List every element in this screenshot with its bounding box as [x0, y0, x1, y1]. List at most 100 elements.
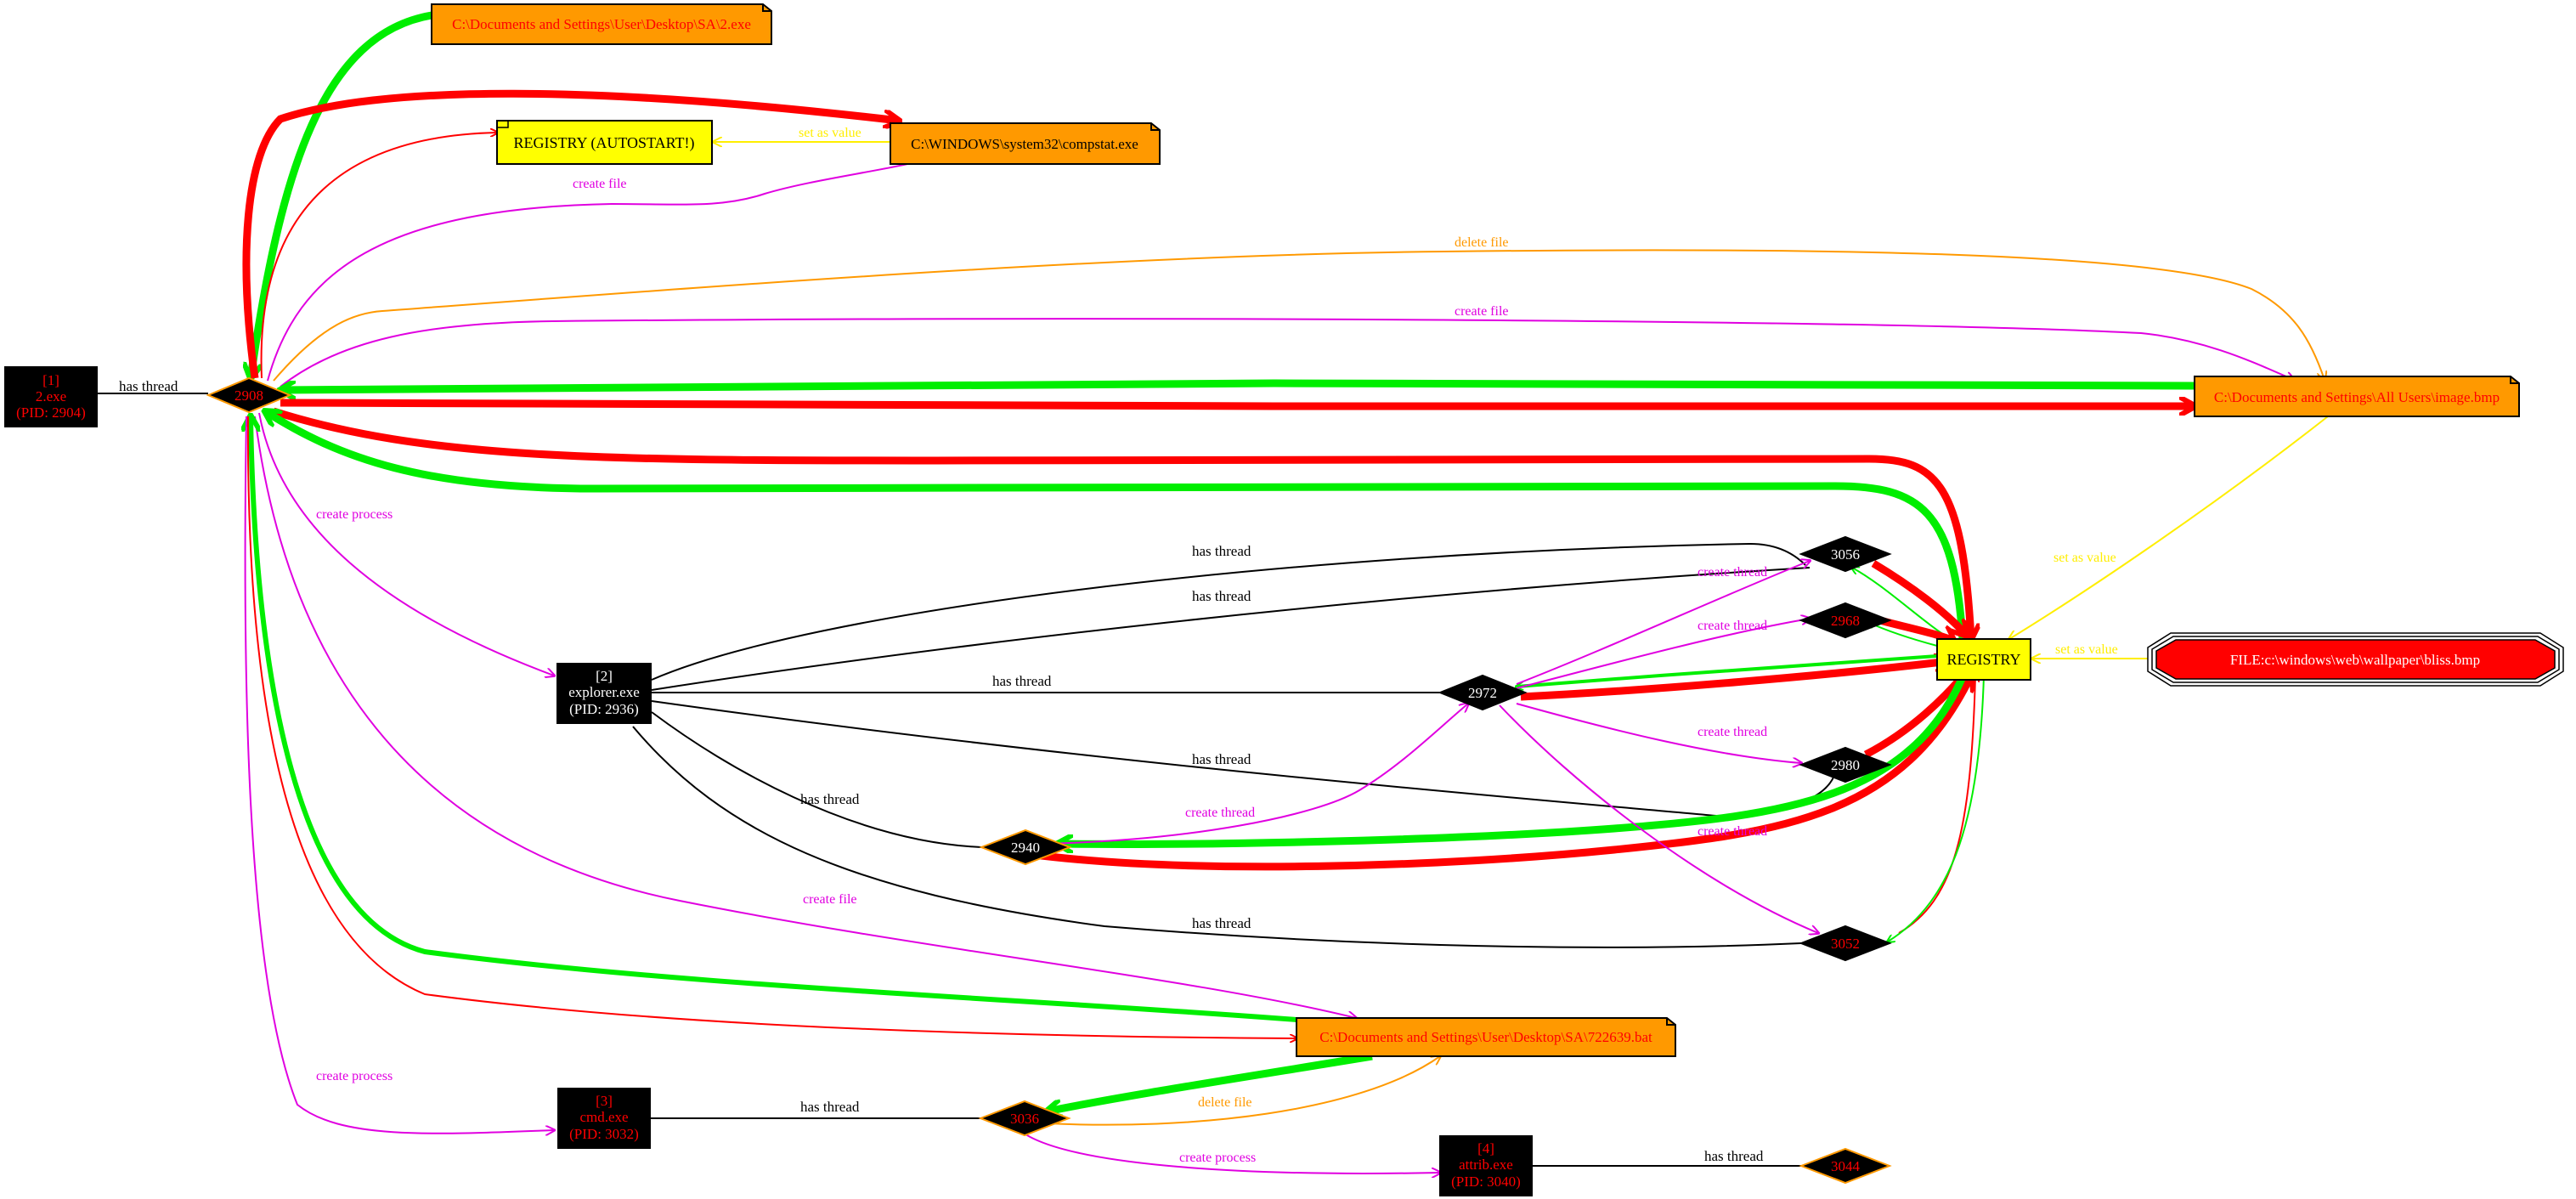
thread-id: 3044: [1831, 1158, 1861, 1174]
edge-green-image-2908: [280, 379, 2195, 390]
process-name: explorer.exe: [568, 684, 640, 700]
edge-create-file-2908-bat: [254, 416, 1356, 1018]
process-number: [2]: [596, 668, 613, 684]
label-create-file: create file: [573, 177, 627, 191]
process-pid: (PID: 2936): [569, 701, 639, 717]
edge-red-2908-autostart: [260, 133, 497, 379]
edge-red-2940-registry: [1027, 676, 1971, 871]
edge-has-thread-p2-3056: [651, 542, 1806, 681]
process-name: 2.exe: [36, 388, 66, 404]
nodes: C:\Documents and Settings\User\Desktop\S…: [4, 3, 2564, 1196]
thread-id: 2980: [1831, 757, 1860, 773]
thread-node-2908[interactable]: 2908: [206, 376, 292, 414]
registry-node[interactable]: REGISTRY: [1936, 638, 2031, 681]
process-pid: (PID: 3032): [569, 1126, 639, 1142]
edge-red-2908-compstat: [242, 89, 899, 379]
edge-red-2908-bat: [246, 416, 1296, 1038]
thread-id: 3056: [1831, 546, 1860, 563]
label-has-thread: has thread: [1192, 915, 1251, 931]
process-number: [3]: [596, 1093, 613, 1109]
thread-node-3052[interactable]: 3052: [1799, 925, 1892, 962]
edge-create-thread-2940-2972: [1036, 704, 1468, 845]
thread-node-3036[interactable]: 3036: [978, 1100, 1071, 1137]
thread-node-2968[interactable]: 2968: [1799, 602, 1892, 639]
edge-green-2exe-2908: [251, 11, 432, 378]
edge-green-bat-3036: [1047, 1052, 1373, 1111]
label-has-thread: has thread: [1192, 588, 1251, 604]
label-create-thread: create thread: [1698, 725, 1767, 739]
edge-red-2908-image: [280, 403, 2195, 406]
thread-id: 3036: [1010, 1111, 1039, 1127]
thread-node-2940[interactable]: 2940: [979, 829, 1072, 866]
edge-green-registry-2908: [265, 411, 1967, 640]
thread-node-3056[interactable]: 3056: [1799, 535, 1892, 573]
label-has-thread: has thread: [1192, 751, 1251, 767]
edge-has-thread-p2-3052: [632, 726, 1802, 948]
registry-label: REGISTRY (AUTOSTART!): [514, 134, 695, 152]
edge-has-thread-p2-2940: [651, 711, 982, 848]
edge-green-bat-2908: [251, 416, 1297, 1022]
thread-id: 3052: [1831, 936, 1860, 952]
edge-create-thread-2972-3052: [1499, 704, 1818, 933]
file-node-image[interactable]: C:\Documents and Settings\All Users\imag…: [2194, 376, 2520, 417]
label-create-process: create process: [1179, 1151, 1256, 1165]
process-name: attrib.exe: [1459, 1157, 1513, 1173]
thread-node-2972[interactable]: 2972: [1438, 674, 1528, 711]
file-node-bat[interactable]: C:\Documents and Settings\User\Desktop\S…: [1296, 1017, 1676, 1057]
file-label: C:\WINDOWS\system32\compstat.exe: [911, 136, 1138, 152]
thread-id: 2968: [1831, 613, 1860, 629]
file-node-2exe[interactable]: C:\Documents and Settings\User\Desktop\S…: [431, 3, 772, 45]
label-create-process: create process: [316, 507, 393, 522]
edge-red-2972-registry: [1520, 661, 1950, 701]
edge-create-thread-2972-3056: [1516, 561, 1810, 685]
label-has-thread: has thread: [992, 673, 1052, 689]
edge-labels: has thread has thread has thread has thr…: [119, 126, 2118, 1165]
thread-node-2980[interactable]: 2980: [1799, 746, 1892, 783]
process-number: [4]: [1477, 1140, 1494, 1157]
label-has-thread: has thread: [119, 378, 178, 394]
edge-green-registry-2972: [1517, 654, 1938, 687]
process-node-3[interactable]: [3] cmd.exe (PID: 3032): [557, 1088, 651, 1149]
edge-create-process-2908-p2: [258, 412, 554, 676]
thread-id: 2940: [1011, 840, 1040, 856]
edge-create-process-3036-p4: [1019, 1129, 1440, 1174]
edge-create-process-2908-p3: [244, 416, 554, 1134]
edge-create-thread-2972-2980: [1516, 703, 1801, 763]
edge-green-registry-2940: [1058, 671, 1969, 844]
label-create-thread: create thread: [1698, 565, 1767, 580]
edge-delete-file-2908-image: [273, 249, 2325, 381]
process-node-2[interactable]: [2] explorer.exe (PID: 2936): [556, 663, 652, 724]
edge-red-3052-registry: [1898, 676, 1975, 934]
process-name: cmd.exe: [579, 1109, 628, 1125]
bliss-label: FILE:c:\windows\web\wallpaper\bliss.bmp: [2230, 652, 2480, 668]
label-set-as-value: set as value: [2055, 642, 2118, 657]
edge-red-2908-registry: [272, 407, 1971, 639]
file-node-compstat[interactable]: C:\WINDOWS\system32\compstat.exe: [890, 122, 1161, 165]
edge-set-value-image-registry: [2009, 416, 2329, 639]
thread-id: 2972: [1468, 685, 1497, 701]
process-number: [1]: [42, 372, 59, 388]
label-has-thread: has thread: [1192, 543, 1251, 559]
registry-autostart-node[interactable]: REGISTRY (AUTOSTART!): [496, 120, 713, 165]
label-delete-file: delete file: [1455, 235, 1509, 250]
process-pid: (PID: 2904): [16, 404, 86, 421]
label-create-thread: create thread: [1185, 806, 1255, 820]
file-label: C:\Documents and Settings\User\Desktop\S…: [1319, 1029, 1652, 1045]
label-create-thread: create thread: [1698, 619, 1767, 633]
label-create-file: create file: [803, 892, 857, 907]
label-delete-file: delete file: [1198, 1095, 1252, 1110]
label-create-file: create file: [1455, 304, 1509, 319]
edge-create-file-2908-compstat: [267, 157, 935, 382]
process-node-4[interactable]: [4] attrib.exe (PID: 3040): [1439, 1135, 1533, 1196]
edge-create-file-2908-image: [280, 318, 2294, 387]
label-create-thread: create thread: [1698, 824, 1767, 839]
thread-node-3044[interactable]: 3044: [1799, 1147, 1892, 1185]
edge-green-registry-3052: [1888, 675, 1985, 942]
thread-id: 2908: [234, 387, 263, 404]
label-has-thread: has thread: [800, 1099, 860, 1115]
label-set-as-value: set as value: [2053, 551, 2116, 565]
bliss-file-node[interactable]: FILE:c:\windows\web\wallpaper\bliss.bmp: [2147, 632, 2564, 687]
process-node-1[interactable]: [1] 2.exe (PID: 2904): [4, 366, 98, 427]
edge-delete-file-3036-bat: [1046, 1056, 1440, 1126]
